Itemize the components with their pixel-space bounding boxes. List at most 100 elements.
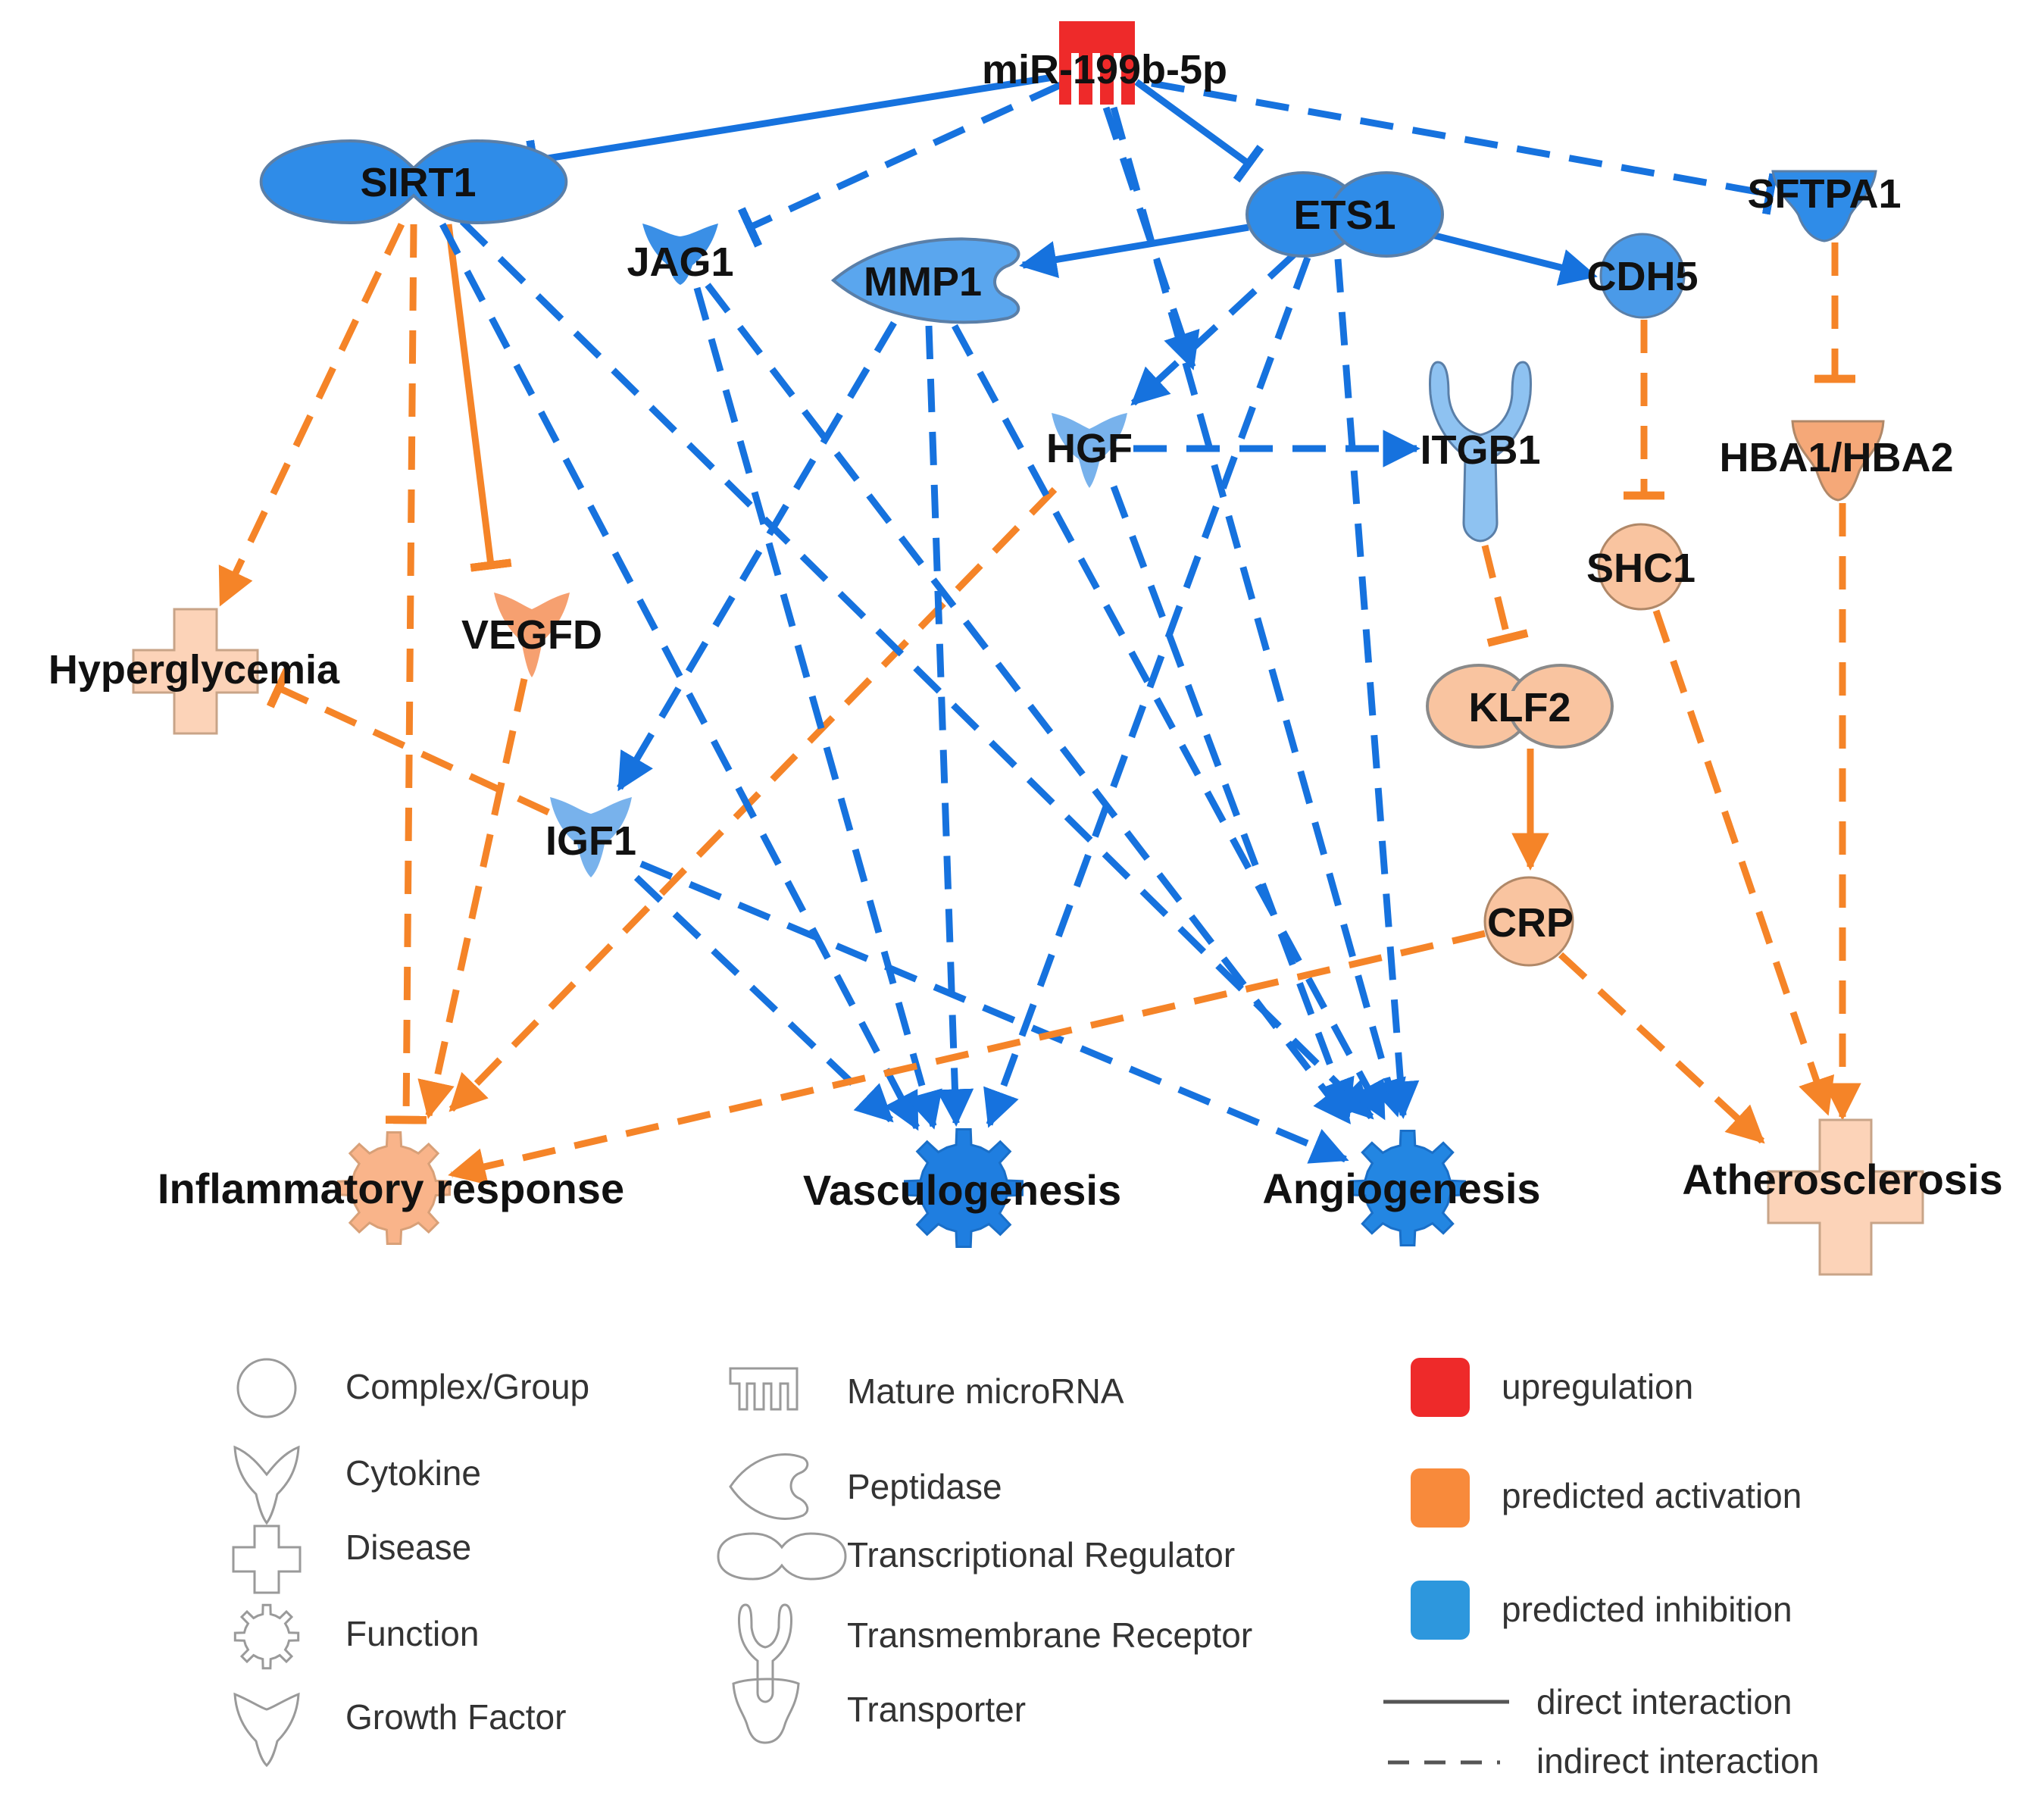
- node-label-hba: HBA1/HBA2: [1719, 435, 1953, 480]
- node-hyperglycemia[interactable]: Hyperglycemia: [48, 608, 340, 735]
- legend-item-upregulation: upregulation: [1411, 1358, 1693, 1417]
- legend-item-function: Function: [233, 1603, 479, 1670]
- edge-igf1-to-angiogenesis: [639, 860, 1349, 1164]
- transcriptional-regulator-icon: [717, 1532, 847, 1581]
- complex-group-icon: [1483, 876, 1574, 967]
- node-label-sftpa1: SFTPA1: [1747, 171, 1901, 217]
- node-jag1[interactable]: JAG1: [627, 224, 734, 285]
- node-layer: miR-199b-5p SIRT1 JAG1 MMP1: [48, 21, 2003, 1276]
- edge-jag1-to-angiogenesis: [705, 283, 1352, 1124]
- legend-item-direct-interaction: direct interaction: [1383, 1682, 1792, 1722]
- node-inflammatory-response[interactable]: Inflammatory response: [158, 1131, 624, 1245]
- growth-factor-icon: [233, 1692, 300, 1768]
- edge-mir-to-jag1: [737, 81, 1062, 248]
- edge-crp-to-inflammatory: [448, 930, 1486, 1185]
- svg-text:Transmembrane Receptor: Transmembrane Receptor: [847, 1615, 1252, 1655]
- growth-factor-icon: [642, 224, 718, 285]
- edge-sirt1-to-hyperglycemia: [217, 223, 405, 607]
- transporter-icon: [732, 1678, 800, 1744]
- legend-item-growth-factor: Growth Factor: [233, 1692, 566, 1768]
- edge-mmp1-to-igf1: [617, 321, 897, 792]
- edge-mir-to-ets1: [1134, 79, 1264, 183]
- node-igf1[interactable]: IGF1: [545, 797, 636, 877]
- node-label-ets1: ETS1: [1293, 192, 1395, 238]
- edge-layer: [217, 73, 1861, 1185]
- edge-ets1-to-hgf: [1130, 252, 1297, 406]
- function-icon: [233, 1603, 300, 1670]
- node-label-vasculogenesis: Vasculogenesis: [803, 1166, 1121, 1214]
- legend-item-predicted-inhibition: predicted inhibition: [1411, 1581, 1792, 1640]
- edge-hgf-to-angiogenesis: [1110, 485, 1355, 1118]
- node-itgb1[interactable]: ITGB1: [1420, 361, 1541, 543]
- edge-crp-to-atherosclerosis: [1558, 952, 1765, 1144]
- mature-microrna-icon: [729, 1367, 799, 1411]
- node-ets1[interactable]: ETS1: [1245, 171, 1479, 258]
- node-label-jag1: JAG1: [627, 239, 733, 285]
- edge-ets1-to-angiogenesis: [1334, 258, 1420, 1119]
- node-label-crp: CRP: [1487, 900, 1574, 946]
- node-label-klf2: KLF2: [1469, 685, 1571, 730]
- node-label-igf1: IGF1: [545, 818, 636, 864]
- node-vegfd[interactable]: VEGFD: [461, 593, 602, 677]
- node-label-angiogenesis: Angiogenesis: [1262, 1165, 1540, 1212]
- node-hgf[interactable]: HGF: [1046, 413, 1133, 488]
- node-label-mmp1: MMP1: [864, 259, 982, 305]
- complex-group-icon: [236, 1358, 297, 1418]
- edge-mir-to-sftpa1: [1151, 80, 1778, 215]
- legend-item-transmembrane-receptor: Transmembrane Receptor: [738, 1603, 1252, 1703]
- node-crp[interactable]: CRP: [1483, 876, 1574, 967]
- peptidase-icon: [830, 237, 1020, 324]
- svg-text:Transcriptional Regulator: Transcriptional Regulator: [847, 1535, 1235, 1575]
- transcriptional-regulator-icon: [259, 139, 568, 225]
- transporter-icon: [1771, 170, 1877, 242]
- legend-item-mature-microrna: Mature microRNA: [729, 1367, 1124, 1411]
- mature-microrna-icon: [1059, 21, 1135, 105]
- node-label-inflammatory: Inflammatory response: [158, 1165, 624, 1212]
- edge-mmp1-to-vasculogenesis: [925, 325, 974, 1127]
- edge-mir-to-sirt1: [526, 73, 1054, 182]
- edge-hgf-to-inflammatory: [448, 486, 1058, 1112]
- node-label-mir: miR-199b-5p: [982, 47, 1227, 92]
- svg-text:Disease: Disease: [345, 1528, 471, 1567]
- node-label-sirt1: SIRT1: [360, 160, 476, 205]
- color-swatch-inhibition: [1411, 1581, 1470, 1640]
- node-angiogenesis[interactable]: Angiogenesis: [1262, 1130, 1541, 1246]
- node-label-atherosclerosis: Atherosclerosis: [1682, 1155, 2002, 1203]
- legend-item-predicted-activation: predicted activation: [1411, 1468, 1802, 1528]
- node-sirt1[interactable]: SIRT1: [259, 139, 568, 225]
- node-label-hyperglycemia: Hyperglycemia: [48, 647, 340, 693]
- transmembrane-receptor-icon: [1429, 361, 1532, 543]
- edge-shc1-to-atherosclerosis: [1652, 609, 1835, 1116]
- legend-item-transporter: Transporter: [732, 1678, 1026, 1744]
- disease-icon: [232, 1524, 302, 1594]
- svg-text:Complex/Group: Complex/Group: [345, 1367, 589, 1406]
- svg-text:Peptidase: Peptidase: [847, 1467, 1002, 1506]
- edge-sirt1-to-vegfd: [445, 224, 512, 572]
- node-label-hgf: HGF: [1046, 426, 1133, 471]
- node-klf2[interactable]: KLF2: [1426, 664, 1614, 749]
- color-swatch-activation: [1411, 1468, 1470, 1528]
- node-atherosclerosis[interactable]: Atherosclerosis: [1682, 1118, 2003, 1276]
- svg-text:Function: Function: [345, 1614, 479, 1653]
- edge-mir-to-angiogenesis: [1110, 106, 1406, 1118]
- function-icon: [1349, 1130, 1466, 1246]
- function-icon: [904, 1128, 1024, 1248]
- node-mmp1[interactable]: MMP1: [830, 237, 1020, 324]
- svg-text:upregulation: upregulation: [1502, 1367, 1693, 1406]
- node-hba1-hba2[interactable]: HBA1/HBA2: [1719, 420, 1954, 502]
- node-vasculogenesis[interactable]: Vasculogenesis: [803, 1128, 1121, 1248]
- growth-factor-icon: [550, 797, 632, 877]
- growth-factor-icon: [1052, 413, 1127, 488]
- node-label-itgb1: ITGB1: [1420, 427, 1540, 473]
- node-shc1[interactable]: SHC1: [1586, 523, 1696, 611]
- transporter-icon: [1791, 420, 1885, 502]
- edge-sirt1-to-angiogenesis: [459, 218, 1374, 1120]
- node-label-cdh5: CDH5: [1586, 254, 1698, 299]
- svg-text:Transporter: Transporter: [847, 1690, 1026, 1729]
- node-mir-199b-5p[interactable]: miR-199b-5p: [982, 21, 1227, 105]
- node-cdh5[interactable]: CDH5: [1586, 233, 1699, 319]
- node-sftpa1[interactable]: SFTPA1: [1747, 170, 1902, 242]
- legend-item-indirect-interaction: indirect interaction: [1388, 1741, 1819, 1781]
- svg-text:predicted activation: predicted activation: [1502, 1476, 1802, 1515]
- color-swatch-upregulation: [1411, 1358, 1470, 1417]
